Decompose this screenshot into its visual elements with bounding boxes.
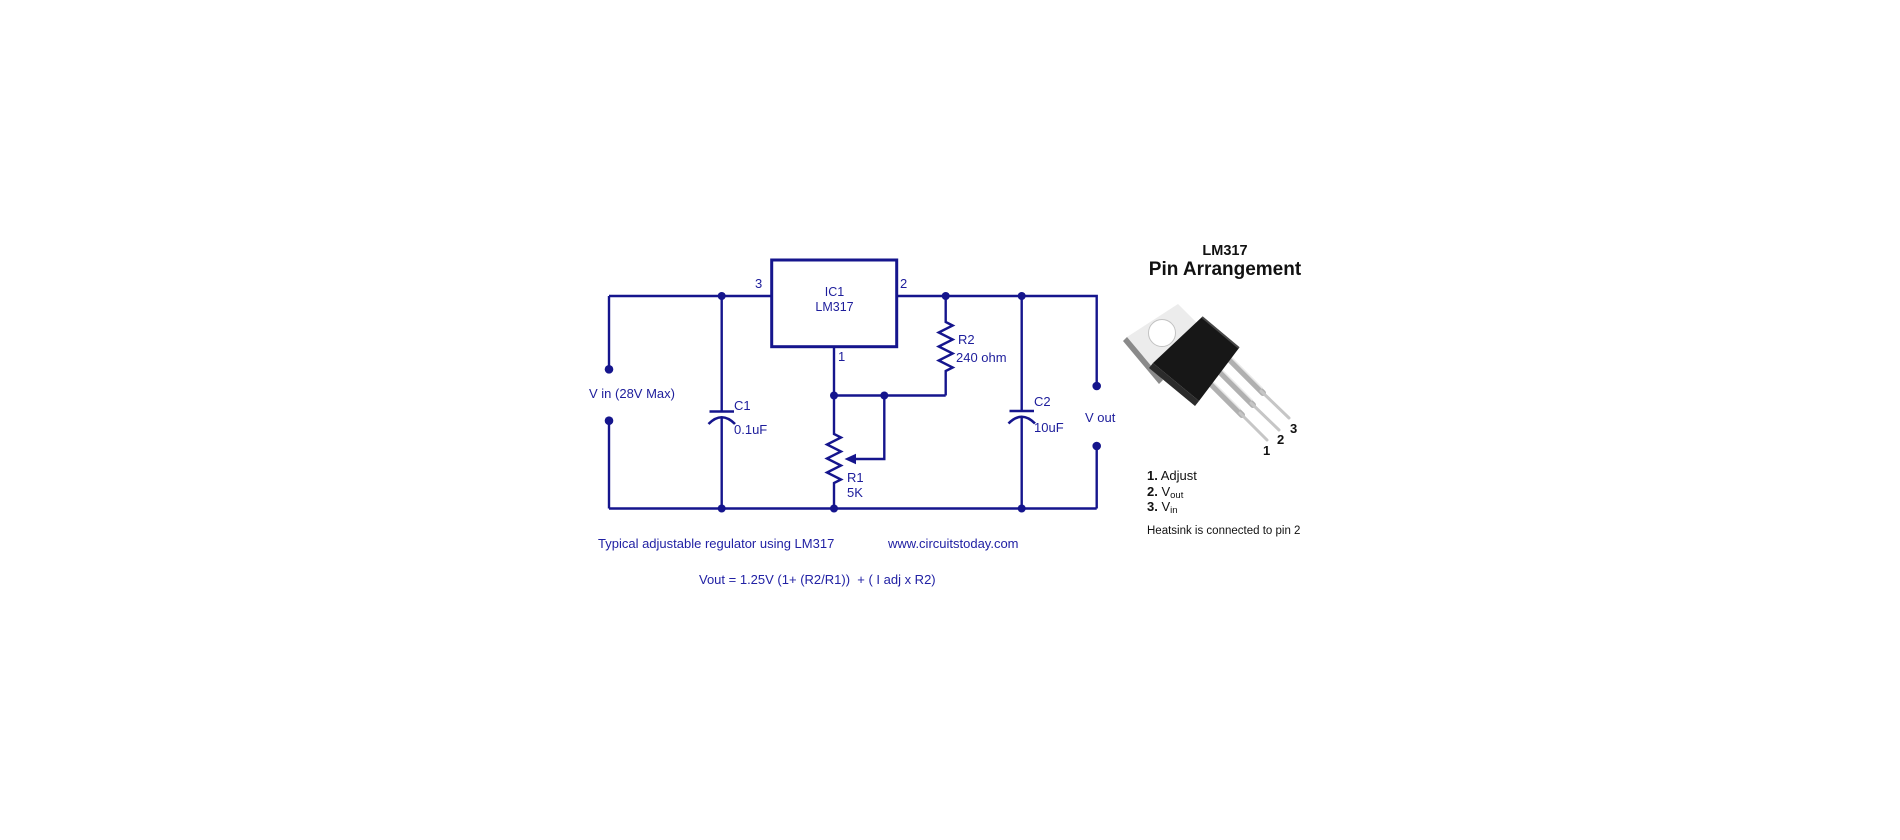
potentiometer-r1 <box>824 395 844 509</box>
pin-list-item-vin: 3. Vin <box>1147 499 1178 517</box>
pin2-function-sub: out <box>1170 489 1184 501</box>
c1-value: 0.1uF <box>734 422 768 437</box>
diagram-caption: Typical adjustable regulator using LM317 <box>598 536 835 551</box>
vin-terminal-top <box>604 365 614 374</box>
website-text: www.circuitstoday.com <box>888 536 1019 551</box>
c2-name: C2 <box>1034 394 1051 409</box>
vin-terminal-bottom <box>604 416 614 426</box>
vout-terminal-top <box>1092 381 1101 391</box>
pin3-function: V <box>1161 499 1171 514</box>
c2-value: 10uF <box>1034 420 1064 435</box>
pin-list-item-vout: 2. Vout <box>1147 483 1184 501</box>
package-body-side <box>1149 363 1199 406</box>
wiper-wire <box>853 395 886 461</box>
ic-pin2-label: 2 <box>900 276 908 291</box>
pin2-number: 2. <box>1147 483 1158 499</box>
pin3-function-sub: in <box>1170 505 1178 516</box>
pin-arrangement-title: LM317 Pin Arrangement <box>1117 243 1333 280</box>
output-formula: Vout = 1.25V (1+ (R2/R1)) + ( I adj x R2… <box>699 572 936 587</box>
ic-pin3-label: 3 <box>755 276 763 291</box>
panel-title-text: Pin Arrangement <box>1148 259 1302 280</box>
mounting-hole <box>1148 319 1176 347</box>
pin-list-item-adjust: 1. Adjust <box>1147 469 1197 485</box>
package-pin2-number: 2 <box>1277 432 1285 447</box>
c1-curved-plate <box>707 415 736 425</box>
metal-tab-edge <box>1123 337 1163 384</box>
ic-box <box>770 258 899 349</box>
package-body-highlight <box>1201 316 1240 349</box>
pin3-number: 3. <box>1147 499 1158 514</box>
schematic-wires <box>607 258 1098 510</box>
package-body <box>1153 317 1239 401</box>
heatsink-note: Heatsink is connected to pin 2 <box>1147 525 1301 537</box>
r2-name: R2 <box>958 332 975 347</box>
vout-label: V out <box>1085 410 1116 425</box>
ic-ref: IC1 <box>824 285 845 299</box>
r1-name: R1 <box>847 470 864 485</box>
junction-dots <box>717 292 1026 513</box>
c1-name: C1 <box>734 398 751 413</box>
package-pin3-number: 3 <box>1290 421 1298 436</box>
pin2-function: V <box>1161 483 1171 499</box>
ic-part: LM317 <box>815 299 854 314</box>
wiper-arrowhead <box>844 453 856 465</box>
terminal-dots <box>604 365 1101 451</box>
pin1-function: Adjust <box>1160 468 1197 483</box>
wire-top-right <box>896 294 1098 386</box>
package-pin1-number: 1 <box>1263 443 1271 458</box>
vin-label: V in (28V Max) <box>589 386 675 401</box>
vout-terminal-bottom <box>1092 441 1101 451</box>
panel-title-part: LM317 <box>1202 243 1248 259</box>
r2-value: 240 ohm <box>956 350 1007 365</box>
c2-curved-plate <box>1007 415 1036 425</box>
resistor-r2 <box>936 296 956 396</box>
to220-package-photo <box>1123 304 1291 442</box>
r1-value: 5K <box>847 485 863 500</box>
pin1-number: 1. <box>1147 468 1158 483</box>
ic-designator: IC1 LM317 <box>772 285 897 314</box>
ic-pin1-label: 1 <box>838 349 846 364</box>
